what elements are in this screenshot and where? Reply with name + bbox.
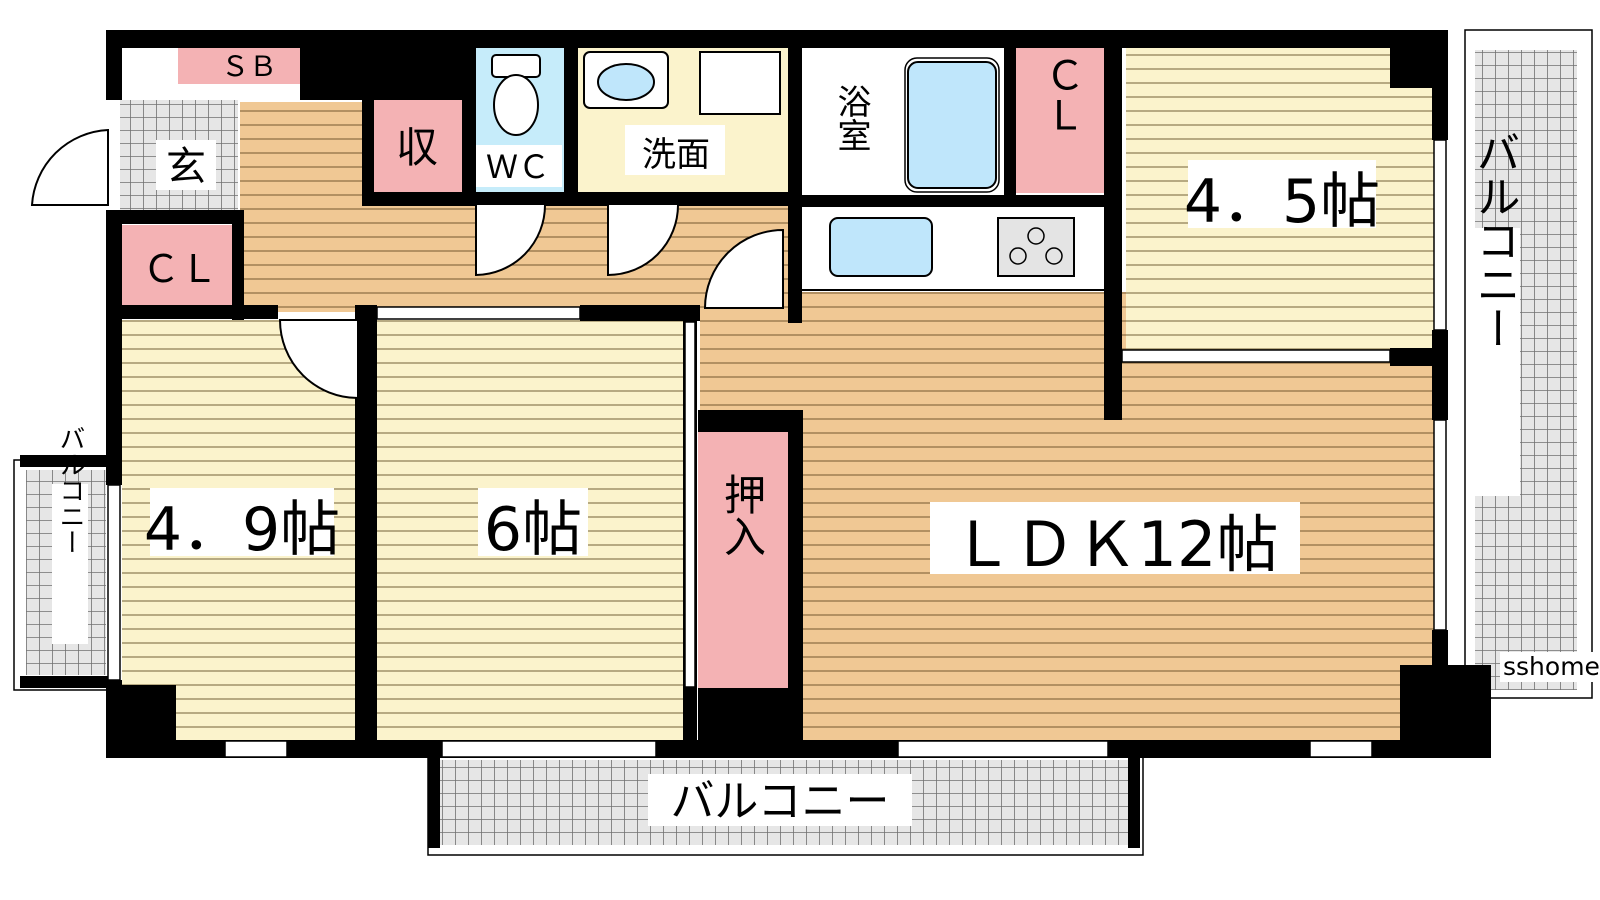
ldk-label: ＬＤＫ12帖: [952, 508, 1279, 581]
svg-text:押入: 押入: [718, 473, 767, 557]
room-6-label: 6帖: [484, 495, 582, 565]
closet-top-floor: [1016, 48, 1106, 193]
closet-left-label: ＣＬ: [142, 247, 218, 291]
svg-text:ＣＬ: ＣＬ: [1038, 55, 1084, 135]
toilet: [491, 54, 541, 136]
wc-label: ＷＣ: [486, 148, 550, 186]
washroom-label: 洗面: [642, 135, 710, 175]
room-49-label: 4．9帖: [144, 495, 340, 565]
bathtub: [907, 61, 997, 189]
balcony-bottom-label: バルコニー: [670, 776, 889, 827]
doors: [30, 128, 784, 400]
room-45-label: 4．5帖: [1184, 167, 1380, 237]
storage-small-floor: [372, 100, 462, 192]
storage-small-label: 収: [396, 123, 438, 172]
kitchen-floor: [700, 292, 1120, 422]
labels: [52, 125, 1520, 826]
sb-label: ＳＢ: [221, 50, 277, 83]
oshiire-label: 押入: [718, 473, 767, 557]
bath-label: 浴室: [831, 84, 871, 152]
oshiire-floor: [698, 430, 788, 688]
closet-left-floor: [122, 225, 237, 305]
svg-text:浴室: 浴室: [831, 84, 871, 152]
entrance-label: 玄: [166, 144, 206, 190]
balcony-left-label: バルコニー: [55, 425, 85, 555]
kitchen-sink: [829, 217, 933, 277]
svg-text:バルコニー: バルコニー: [55, 425, 85, 555]
watermark: sshome: [1500, 652, 1600, 682]
balcony-right-label: バルコニー: [1469, 130, 1520, 350]
windows: [107, 139, 1447, 758]
cooktop: [997, 217, 1075, 277]
sb-floor: [178, 48, 320, 84]
svg-text:バルコニー: バルコニー: [1469, 130, 1520, 350]
closet-top-label: ＣＬ: [1038, 55, 1084, 135]
